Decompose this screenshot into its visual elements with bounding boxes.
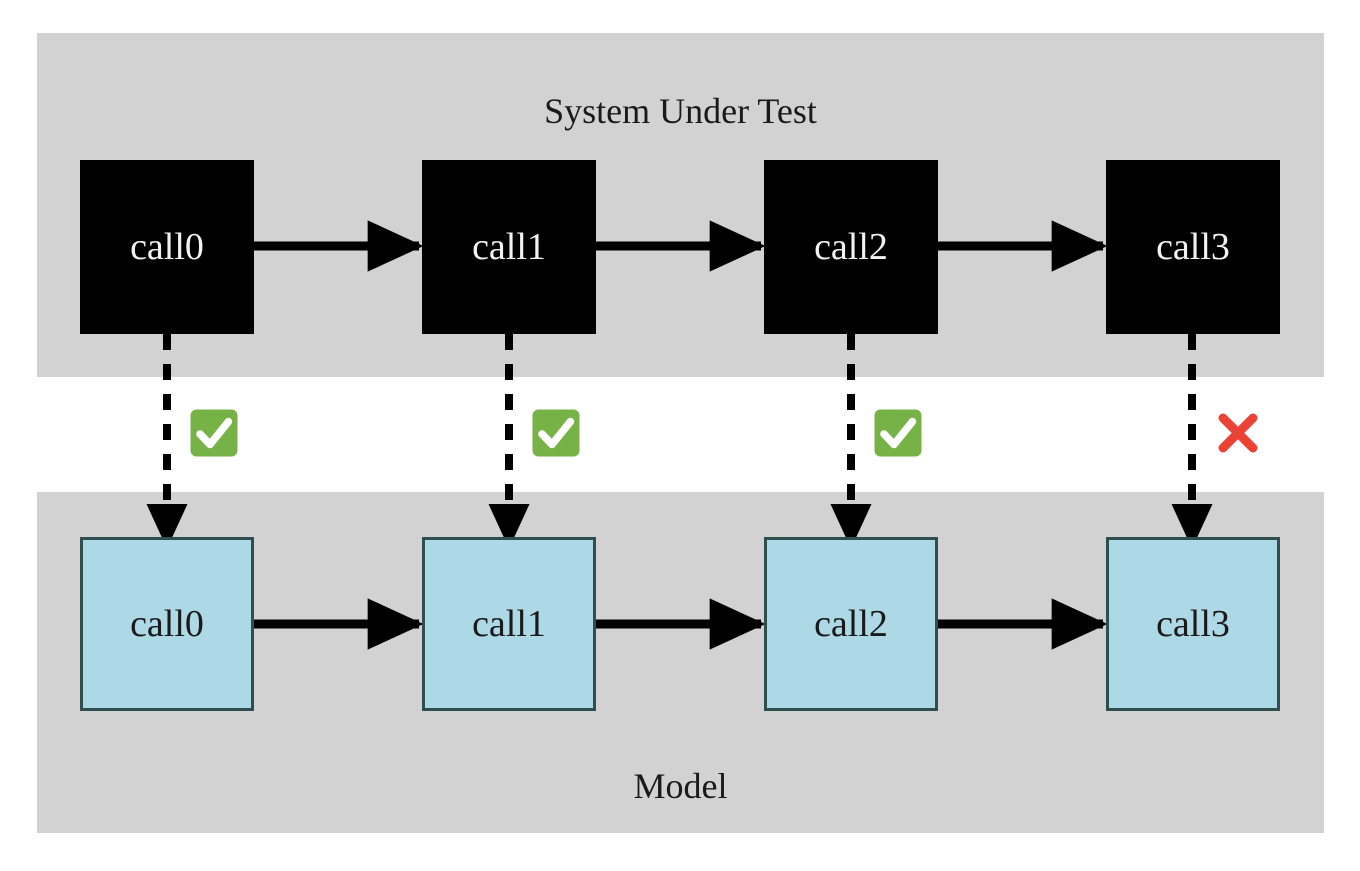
sut-node-call1[interactable]: call1 [422, 160, 596, 334]
panel-title-model: Model [633, 766, 728, 806]
sut-node-call0-label: call0 [130, 226, 204, 268]
cross-mark-icon [1214, 409, 1262, 457]
model-node-call3-label: call3 [1156, 603, 1230, 645]
model-node-call1-label: call1 [472, 603, 546, 645]
model-node-call3[interactable]: call3 [1106, 537, 1280, 711]
model-node-call0[interactable]: call0 [80, 537, 254, 711]
model-node-call0-label: call0 [130, 603, 204, 645]
sut-node-call3-label: call3 [1156, 226, 1230, 268]
check-mark-icon [874, 409, 922, 457]
sut-node-call0[interactable]: call0 [80, 160, 254, 334]
check-mark-icon [190, 409, 238, 457]
panel-title-system-under-test: System Under Test [544, 91, 817, 131]
sut-node-call2[interactable]: call2 [764, 160, 938, 334]
sut-node-call1-label: call1 [472, 226, 546, 268]
check-mark-icon [532, 409, 580, 457]
sut-node-call3[interactable]: call3 [1106, 160, 1280, 334]
model-node-call2[interactable]: call2 [764, 537, 938, 711]
sut-node-call2-label: call2 [814, 226, 888, 268]
model-node-call2-label: call2 [814, 603, 888, 645]
model-node-call1[interactable]: call1 [422, 537, 596, 711]
